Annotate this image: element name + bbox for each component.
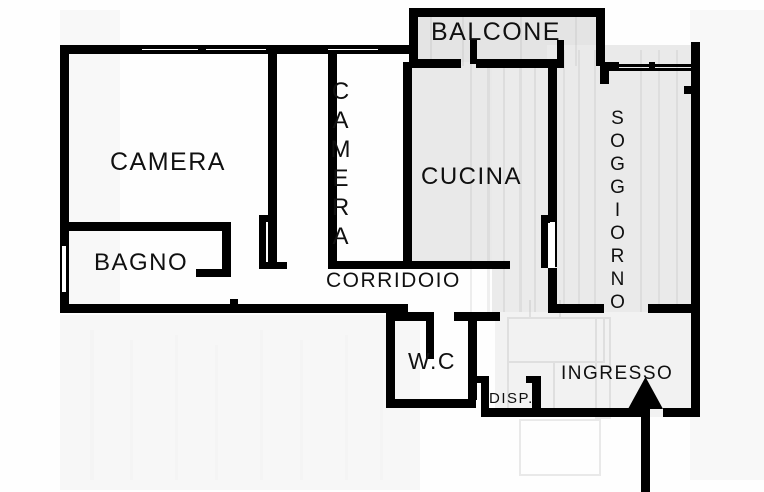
wall-top-left-d — [378, 45, 412, 54]
wall-corridoio-top-b — [412, 261, 510, 269]
window-sill-2 — [206, 50, 266, 54]
door-jamb-camera2-a — [259, 215, 269, 222]
wall-wc-left — [386, 312, 395, 408]
wall-cucina-right — [548, 62, 557, 267]
wall-top-left-b — [198, 45, 206, 54]
wall-top-left-c — [266, 45, 328, 54]
wall-soggiorno-left-top — [600, 62, 609, 84]
wall-disp-left — [481, 380, 489, 408]
door-opening-cucina — [548, 222, 555, 268]
arrow-head — [628, 377, 663, 409]
wall-soggiorno-top-b — [649, 62, 655, 71]
wall-bagno-right — [222, 222, 231, 277]
door-jamb-balcone-b — [557, 40, 564, 66]
wall-balcone-right — [596, 8, 605, 66]
wall-ingresso-bottom-b — [663, 408, 700, 417]
door-jamb-balcone-a — [470, 40, 477, 64]
wall-bottom-left-b — [238, 304, 408, 313]
wall-disp-right-top — [526, 376, 541, 383]
door-jamb-camera2-b — [259, 222, 266, 269]
wall-balcone-bottom-a — [409, 59, 461, 68]
arrow-shaft — [641, 405, 650, 492]
window-sill-3 — [328, 50, 378, 54]
window-opening-1 — [142, 45, 198, 49]
fill-soggiorno — [547, 45, 699, 315]
door-jamb-wc — [426, 321, 434, 359]
wall-disp-bottom — [481, 408, 541, 417]
fill-ingresso — [495, 312, 695, 417]
wall-soggiorno-bottom-a — [556, 304, 604, 313]
door-jamb-camera2-c — [259, 262, 287, 269]
wall-soggiorno-top-a — [605, 62, 619, 71]
wall-camera2-right — [328, 54, 337, 269]
room-fills — [409, 8, 699, 417]
wall-corridoio-top-a — [328, 261, 412, 269]
wall-disp-left-top — [477, 376, 489, 383]
wall-exterior-right-upper — [691, 42, 700, 312]
entrance-arrow-icon — [628, 377, 663, 492]
wall-nib-right — [684, 86, 692, 94]
wall-wc-right — [468, 312, 477, 400]
wall-bagno-top — [62, 222, 230, 231]
wall-top-left-a — [60, 45, 142, 54]
shade-streaks — [430, 10, 678, 312]
wall-bottom-left-a — [60, 304, 230, 313]
wall-exterior-left — [60, 45, 69, 313]
door-jamb-cucina-a — [541, 215, 550, 223]
wall-ingresso-top-left — [468, 312, 500, 321]
wall-camera-divider — [268, 45, 277, 269]
wall-ingresso-bottom-a — [541, 408, 641, 417]
window-opening-left — [62, 246, 66, 292]
wall-disp-right — [532, 376, 541, 408]
walls — [60, 8, 700, 492]
wall-soggiorno-bottom-b — [648, 304, 700, 313]
wall-soggiorno-left-lower — [548, 268, 557, 313]
window-sill-soggiorno-a — [619, 68, 649, 71]
wall-balcone-top — [409, 8, 605, 17]
door-jamb-cucina-b — [541, 222, 548, 268]
wall-wc-bottom — [386, 399, 476, 408]
wall-cucina-left — [403, 62, 412, 267]
window-opening-2 — [206, 45, 266, 49]
wall-stub-bottom-left — [230, 299, 238, 313]
wall-balcone-bottom-b — [476, 59, 564, 68]
scan-artifacts — [60, 10, 764, 490]
wall-balcone-connector — [400, 45, 414, 54]
wall-balcone-left — [409, 8, 418, 68]
window-opening-soggiorno-a — [619, 64, 649, 67]
window-sill-1 — [142, 50, 198, 54]
wall-bagno-door-jamb — [196, 269, 230, 277]
window-opening-3 — [328, 45, 378, 49]
wall-wc-top-a — [386, 312, 434, 321]
window-opening-soggiorno-b — [655, 64, 691, 67]
wall-exterior-right-lower — [691, 312, 700, 417]
window-sill-soggiorno-b — [655, 68, 691, 71]
